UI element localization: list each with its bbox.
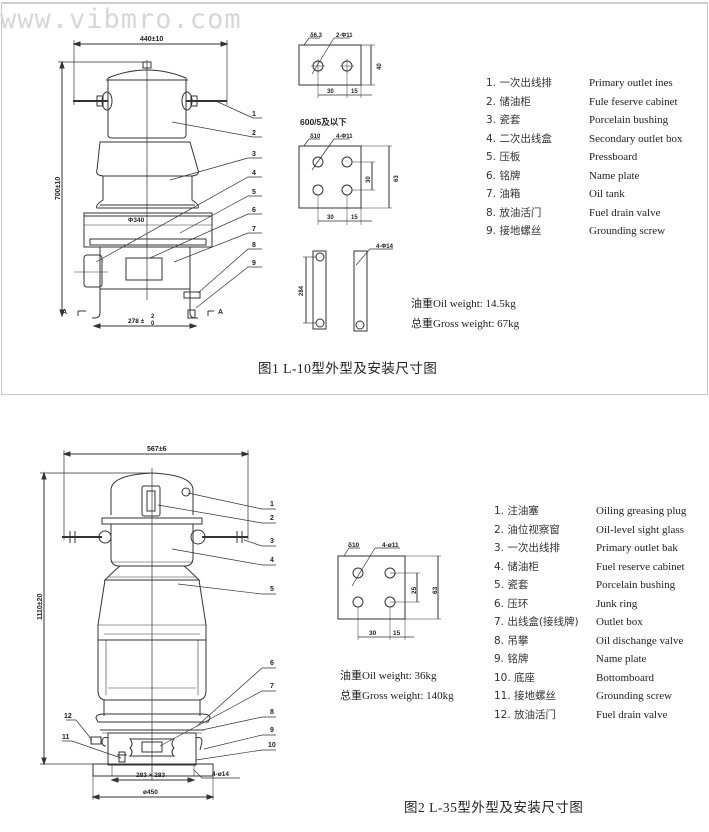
fig2-callout-6: 6 bbox=[270, 660, 274, 667]
fig1-plate-large-vpitch: 30 bbox=[366, 176, 372, 183]
fig1-nameplate bbox=[125, 257, 163, 281]
fig1-plate-small-pitch: 30 bbox=[327, 89, 334, 95]
fig2-callout-10: 10 bbox=[268, 742, 276, 749]
fig2-terminal-plate: δ10 4-ø11 25 63 30 15 bbox=[337, 542, 441, 640]
fig1-callout-4: 4 bbox=[252, 170, 256, 177]
fig1-plate-large-title: 600/5及以下 bbox=[300, 117, 347, 127]
fig2-transformer-drawing: 567±6 1110±20 bbox=[37, 446, 276, 800]
fig1-grounding-bar: 284 4-Φ14 bbox=[299, 244, 394, 332]
fig2-dim-bolt-spacing: 283 × 283 bbox=[136, 772, 165, 779]
fig2-plate-holes: 4-ø11 bbox=[382, 542, 399, 549]
fig1-section-a-right: A bbox=[218, 309, 223, 316]
fig2-plate-vpitch: 25 bbox=[411, 586, 418, 594]
fig2-callout-11: 11 bbox=[62, 734, 70, 741]
fig2-callout-9: 9 bbox=[270, 727, 274, 734]
fig1-dim-diameter: Φ340 bbox=[128, 217, 145, 224]
fig2-callout-3: 3 bbox=[270, 538, 274, 545]
legend-item: 7. 出线盒(接线牌)Outlet box bbox=[494, 616, 643, 628]
fig2-dim-height: 1110±20 bbox=[37, 593, 44, 620]
fig1-plate-large-edge: 15 bbox=[351, 215, 358, 221]
fig1-callout-8: 8 bbox=[252, 242, 256, 249]
watermark: www.vibmro.com bbox=[0, 4, 242, 35]
fig1-dim-base-upper: 2 bbox=[151, 314, 155, 320]
fig1-caption: 图1 L-10型外型及安装尺寸图 bbox=[258, 361, 438, 376]
fig2-dim-width: 567±6 bbox=[147, 446, 167, 453]
fig1-bar-hole: 4-Φ14 bbox=[376, 244, 394, 250]
fig1-transformer-drawing: 440±10 700±10 Φ340 bbox=[55, 36, 262, 329]
fig2-dim-holes: 4-ø14 bbox=[212, 771, 229, 778]
fig1-plate-small-thickness: δ6.3 bbox=[310, 33, 323, 39]
fig2-dim-base-diameter: ø450 bbox=[143, 789, 158, 796]
fig2-plate-pitch: 30 bbox=[369, 630, 377, 637]
fig1-dim-height: 700±10 bbox=[55, 177, 62, 200]
fig2-callout-4: 4 bbox=[270, 557, 274, 564]
fig1-weights: 油重Oil weight: 14.5kg 总重Gross weight: 67k… bbox=[411, 294, 519, 334]
fig2-callout-5: 5 bbox=[270, 586, 274, 593]
fig2-plate-thickness: δ10 bbox=[348, 542, 360, 549]
fig1-callout-1: 1 bbox=[252, 111, 256, 118]
fig1-terminal-plate-small: δ6.3 2-Φ11 40 30 15 bbox=[298, 33, 383, 98]
fig1-dim-width: 440±10 bbox=[140, 36, 163, 43]
fig1-gross-weight: 总重Gross weight: 67kg bbox=[411, 318, 520, 330]
fig2-plate-height: 63 bbox=[432, 586, 439, 594]
fig1-callout-2: 2 bbox=[252, 130, 256, 137]
fig1-callout-9: 9 bbox=[252, 260, 256, 267]
fig1-plate-small-edge: 15 bbox=[351, 89, 358, 95]
fig2-callout-12: 12 bbox=[64, 713, 72, 720]
fig2-callout-1: 1 bbox=[270, 501, 274, 508]
fig1-plate-small-holes: 2-Φ11 bbox=[336, 33, 353, 39]
fig1-callout-3: 3 bbox=[252, 151, 256, 158]
fig1-plate-large-holes: 4-Φ11 bbox=[336, 134, 353, 140]
fig1-plate-small-height: 40 bbox=[377, 63, 383, 70]
fig2-weights: 油重Oil weight: 36kg 总重Gross weight: 140kg bbox=[340, 666, 454, 706]
fig2-callout-2: 2 bbox=[270, 515, 274, 522]
fig1-bar-length: 284 bbox=[299, 285, 305, 296]
fig1-dim-base-lower: 0 bbox=[151, 321, 155, 327]
fig2-plate-edge: 15 bbox=[393, 630, 401, 637]
fig1-callout-6: 6 bbox=[252, 207, 256, 214]
fig2-oil-weight: 油重Oil weight: 36kg bbox=[340, 670, 437, 682]
fig1-callout-7: 7 bbox=[252, 226, 256, 233]
fig1-terminal-plate-large: 600/5及以下 δ10 4-Φ11 30 63 30 15 bbox=[298, 117, 400, 225]
fig2-caption: 图2 L-35型外型及安装尺寸图 bbox=[404, 800, 584, 815]
fig2-gross-weight: 总重Gross weight: 140kg bbox=[340, 690, 454, 702]
fig1-plate-large-thickness: δ10 bbox=[310, 134, 321, 140]
fig2-callout-7: 7 bbox=[270, 683, 274, 690]
fig1-dim-base: 278 ± bbox=[128, 318, 145, 325]
fig2-callout-8: 8 bbox=[270, 709, 274, 716]
fig1-callout-5: 5 bbox=[252, 189, 256, 196]
fig1-plate-large-height: 63 bbox=[394, 175, 400, 182]
fig1-section-a-left: A bbox=[62, 309, 67, 316]
fig1-oil-weight: 油重Oil weight: 14.5kg bbox=[411, 298, 516, 310]
fig1-plate-large-pitch: 30 bbox=[327, 215, 334, 221]
